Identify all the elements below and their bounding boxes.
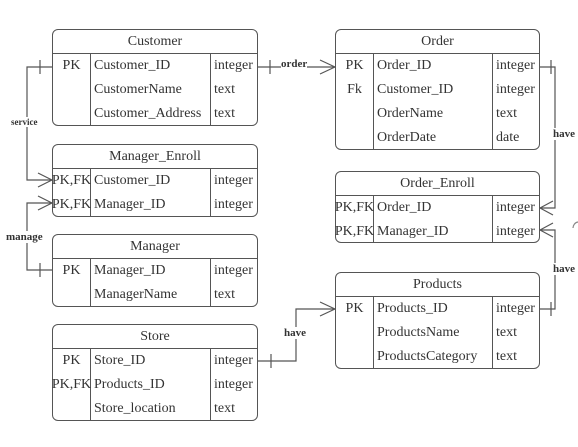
key-cell: PK bbox=[62, 263, 81, 278]
type-cell: integer bbox=[214, 173, 253, 188]
field-cell: Customer_ID bbox=[94, 173, 171, 188]
entity-title: Store bbox=[53, 325, 257, 349]
entity-order[interactable]: Order PK Order_ID integer Fk Customer_ID… bbox=[335, 29, 540, 150]
type-cell: text bbox=[496, 325, 517, 340]
key-cell bbox=[336, 345, 373, 369]
field-cell: Customer_ID bbox=[377, 82, 454, 97]
type-cell: integer bbox=[214, 58, 253, 73]
entity-order-enroll[interactable]: Order_Enroll PK,FK Order_ID integer PK,F… bbox=[335, 171, 540, 243]
type-cell: integer bbox=[496, 301, 535, 316]
relationship-label-have-store: have bbox=[284, 327, 306, 339]
key-cell bbox=[53, 397, 90, 421]
relationship-label-have-order: have bbox=[553, 128, 575, 140]
type-cell: integer bbox=[496, 224, 535, 239]
field-cell: Customer_Address bbox=[94, 106, 202, 121]
field-cell: Products_ID bbox=[377, 301, 448, 316]
key-cell bbox=[336, 126, 373, 150]
type-cell: integer bbox=[496, 82, 535, 97]
many-marker-order-enroll-have-products bbox=[539, 222, 554, 238]
field-cell: CustomerName bbox=[94, 82, 182, 97]
field-cell: Store_ID bbox=[94, 353, 146, 368]
many-marker-products-have bbox=[319, 301, 336, 317]
entity-title: Order bbox=[336, 30, 539, 54]
type-cell: text bbox=[214, 287, 235, 302]
many-marker-manager-enroll-manage bbox=[37, 195, 53, 211]
key-cell: PK bbox=[62, 58, 81, 73]
field-cell: Manager_ID bbox=[377, 224, 449, 239]
many-marker-manager-enroll-service bbox=[37, 172, 53, 188]
entity-products[interactable]: Products PK Products_ID integer Products… bbox=[335, 272, 540, 369]
field-cell: Order_ID bbox=[377, 58, 432, 73]
key-cell: Fk bbox=[347, 82, 362, 97]
entity-manager[interactable]: Manager PK Manager_ID integer ManagerNam… bbox=[52, 234, 258, 307]
field-cell: OrderDate bbox=[377, 130, 437, 145]
type-cell: integer bbox=[214, 263, 253, 278]
entity-customer[interactable]: Customer PK Customer_ID integer Customer… bbox=[52, 29, 258, 126]
key-cell bbox=[336, 102, 373, 126]
key-cell: PK bbox=[62, 353, 81, 368]
key-cell bbox=[336, 321, 373, 345]
key-cell bbox=[53, 78, 90, 102]
relationship-label-have-products: have bbox=[553, 263, 575, 275]
field-cell: OrderName bbox=[377, 106, 444, 121]
key-cell: PK,FK bbox=[334, 224, 375, 239]
key-cell: PK,FK bbox=[51, 377, 92, 392]
type-cell: text bbox=[496, 106, 517, 121]
entity-title: Order_Enroll bbox=[336, 172, 539, 196]
type-cell: integer bbox=[214, 353, 253, 368]
type-cell: date bbox=[496, 130, 520, 145]
type-cell: integer bbox=[214, 197, 253, 212]
entity-title: Customer bbox=[53, 30, 257, 54]
key-cell: PK,FK bbox=[51, 173, 92, 188]
field-cell: Manager_ID bbox=[94, 263, 166, 278]
entity-manager-enroll[interactable]: Manager_Enroll PK,FK Customer_ID integer… bbox=[52, 144, 258, 217]
type-cell: integer bbox=[496, 200, 535, 215]
field-cell: Order_ID bbox=[377, 200, 432, 215]
field-cell: Manager_ID bbox=[94, 197, 166, 212]
field-cell: Store_location bbox=[94, 401, 176, 416]
key-cell: PK,FK bbox=[51, 197, 92, 212]
many-marker-order-enroll-have bbox=[539, 200, 554, 216]
many-marker-customer-order bbox=[319, 59, 336, 75]
key-cell: PK bbox=[345, 301, 364, 316]
entity-title: Products bbox=[336, 273, 539, 297]
entity-title: Manager_Enroll bbox=[53, 145, 257, 169]
key-cell bbox=[53, 102, 90, 126]
field-cell: ProductsName bbox=[377, 325, 460, 340]
partial-edge-glyph bbox=[572, 221, 578, 229]
relationship-label-manage: manage bbox=[6, 231, 43, 243]
field-cell: Products_ID bbox=[94, 377, 165, 392]
relationship-label-service: service bbox=[11, 117, 38, 127]
type-cell: integer bbox=[496, 58, 535, 73]
type-cell: integer bbox=[214, 377, 253, 392]
field-cell: ProductsCategory bbox=[377, 349, 478, 364]
relationship-label-order: order bbox=[281, 58, 308, 70]
key-cell: PK bbox=[345, 58, 364, 73]
type-cell: text bbox=[496, 349, 517, 364]
type-cell: text bbox=[214, 82, 235, 97]
key-cell bbox=[53, 283, 90, 307]
type-cell: text bbox=[214, 401, 235, 416]
type-cell: text bbox=[214, 106, 235, 121]
entity-store[interactable]: Store PK Store_ID integer PK,FK Products… bbox=[52, 324, 258, 421]
field-cell: ManagerName bbox=[94, 287, 178, 302]
field-cell: Customer_ID bbox=[94, 58, 171, 73]
key-cell: PK,FK bbox=[334, 200, 375, 215]
entity-title: Manager bbox=[53, 235, 257, 259]
